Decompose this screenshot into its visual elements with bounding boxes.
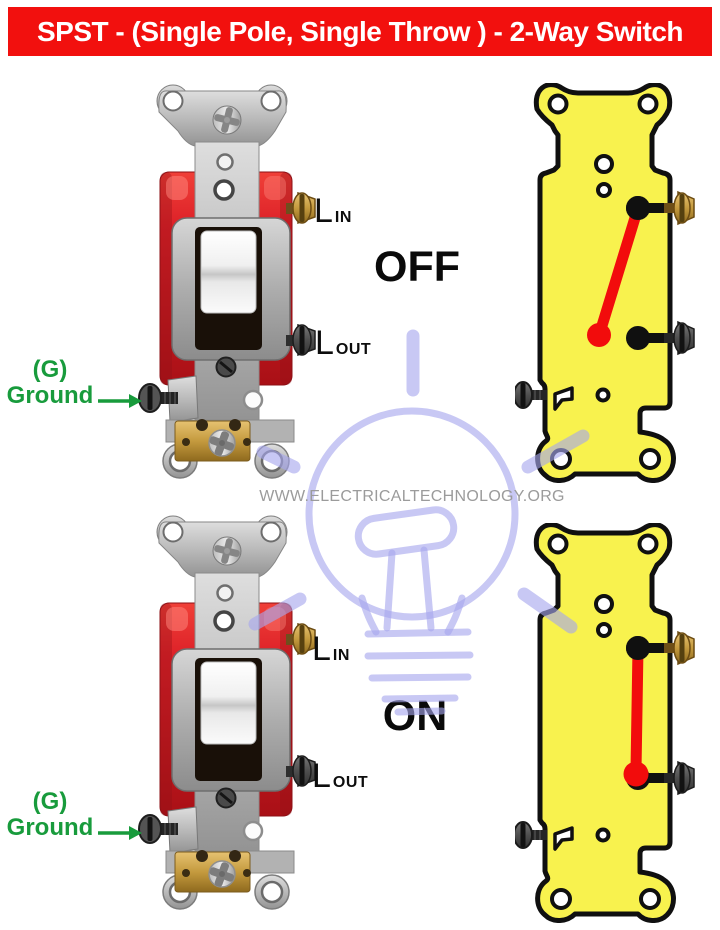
ground-word: Ground [6, 814, 94, 841]
switch-schematic-on [515, 523, 697, 923]
state-label-off: OFF [374, 243, 460, 291]
ground-abbr: (G) [32, 788, 68, 815]
ground-arrow-icon [98, 394, 142, 408]
l-out-sub: OUT [335, 341, 372, 358]
pivot-terminal-off [626, 196, 650, 220]
switch-schematic-off [515, 83, 697, 483]
pivot-terminal-on [626, 636, 650, 660]
l-out-letter: L [315, 324, 334, 362]
l-in-letter: L [314, 192, 333, 230]
ground-label: (G) Ground [2, 357, 98, 409]
ground-abbr: (G) [32, 356, 68, 383]
header-title: SPST - (Single Pole, Single Throw ) - 2-… [36, 15, 684, 47]
lever-tip-on [623, 761, 649, 787]
l-out-sub: OUT [332, 774, 369, 791]
state-label-on: ON [382, 692, 448, 740]
toggle-switch-photo-on [138, 515, 317, 910]
l-in-sub: IN [334, 209, 352, 226]
header-banner: SPST - (Single Pole, Single Throw ) - 2-… [8, 7, 712, 56]
ground-word: Ground [6, 382, 94, 409]
watermark-site-text: WWW.ELECTRICALTECHNOLOGY.ORG [259, 488, 565, 505]
ground-label-2: (G) Ground [2, 789, 98, 841]
l-in-sub: IN [332, 647, 350, 664]
lever-line-off [595, 202, 644, 335]
toggle-switch-photo-off [138, 84, 317, 479]
lever-line-on [630, 642, 644, 776]
lever-tip-off [587, 323, 611, 347]
l-out-letter: L [312, 757, 331, 795]
l-in-letter: L [312, 630, 331, 668]
ground-arrow-icon [98, 826, 142, 840]
